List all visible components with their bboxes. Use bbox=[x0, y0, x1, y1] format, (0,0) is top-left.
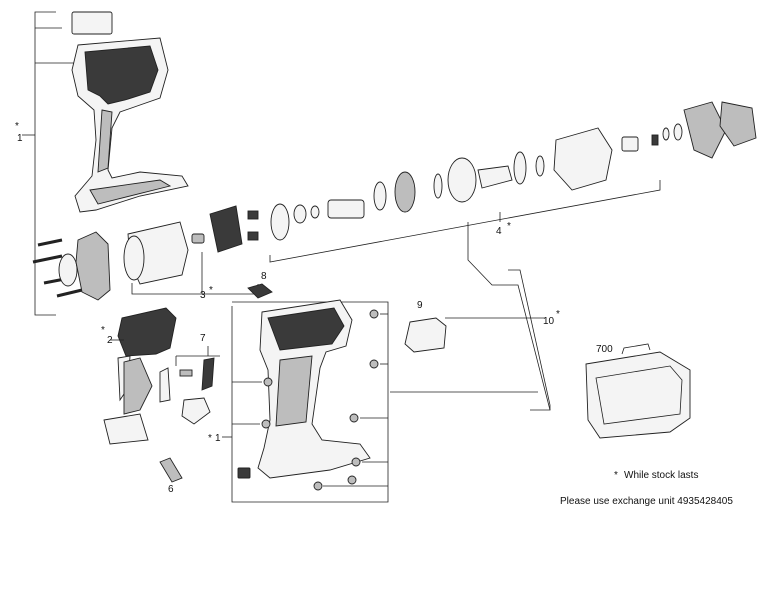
label-700: 700 bbox=[596, 344, 613, 355]
label-7: 7 bbox=[200, 333, 206, 344]
gear-assembly bbox=[270, 101, 757, 241]
clip-part bbox=[247, 283, 273, 299]
label-octagon bbox=[404, 317, 447, 353]
housing-half-top bbox=[71, 37, 189, 213]
label-1-lower: 1 bbox=[215, 433, 221, 444]
group-3-bracket bbox=[131, 283, 259, 295]
label-4: 4 bbox=[496, 226, 502, 237]
switch-assembly bbox=[103, 307, 211, 445]
exchange-note: Please use exchange unit 4935428405 bbox=[560, 496, 733, 507]
label-2: 2 bbox=[107, 335, 113, 346]
group-10-lines bbox=[390, 222, 551, 411]
side-screws bbox=[32, 238, 83, 298]
label-star-2: * bbox=[101, 325, 105, 336]
housing-screws bbox=[232, 309, 388, 491]
group-1-bracket bbox=[22, 11, 75, 316]
label-star-10: * bbox=[556, 309, 560, 320]
carry-case bbox=[585, 343, 691, 439]
label-plate bbox=[71, 11, 113, 35]
label-10: 10 bbox=[543, 316, 555, 327]
spring-lever bbox=[175, 346, 220, 391]
label-star-1: * bbox=[15, 121, 19, 132]
pin-part bbox=[159, 457, 183, 483]
end-cover bbox=[75, 231, 111, 301]
label-8: 8 bbox=[261, 271, 267, 282]
stock-note: While stock lasts bbox=[624, 470, 699, 481]
label-star-note: * bbox=[614, 470, 618, 481]
label-star-1-lower: * bbox=[208, 433, 212, 444]
label-6: 6 bbox=[168, 484, 174, 495]
group-4-baseline bbox=[269, 180, 661, 263]
label-3: 3 bbox=[200, 290, 206, 301]
gasket-ring bbox=[58, 253, 78, 287]
motor-group bbox=[123, 205, 259, 285]
label-star-3: * bbox=[209, 285, 213, 296]
housing-half-lower bbox=[237, 299, 371, 479]
label-1: 1 bbox=[17, 133, 23, 144]
label-star-4: * bbox=[507, 221, 511, 232]
label-9: 9 bbox=[417, 300, 423, 311]
